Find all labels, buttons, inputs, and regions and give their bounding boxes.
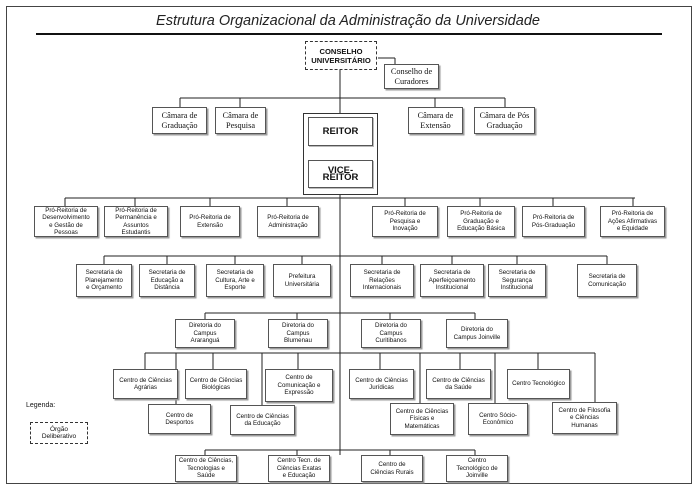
diagram-frame <box>6 6 692 484</box>
pro-reitoria-box: Pró-Reitoria de Permanência e Assuntos E… <box>104 206 168 237</box>
secretaria-box: Secretaria de Educação a Distância <box>139 264 195 297</box>
centro-label: Centro de Ciências Físicas e Matemáticas <box>395 407 449 430</box>
secretaria-label: Secretaria de Segurança Institucional <box>498 269 536 292</box>
centro-label: Centro de Ciências Jurídicas <box>355 376 408 391</box>
conselho-curadores-label: Conselho de Curadores <box>390 67 433 86</box>
secretaria-label: Secretaria de Aperfeiçoamento Institucio… <box>428 269 476 292</box>
pro-reitoria-label: Pró-Reitoria de Permanência e Assuntos E… <box>115 206 157 236</box>
reitoria-frame <box>303 113 378 195</box>
centro-box: Centro Tecnológico <box>507 369 570 399</box>
secretaria-box: Prefeitura Universitária <box>273 264 331 297</box>
centro-box: Centro de Filosofia e Ciências Humanas <box>552 402 617 434</box>
centro-label: Centro de Comunicação e Expressão <box>277 374 321 397</box>
secretaria-box: Secretaria de Segurança Institucional <box>488 264 546 297</box>
secretaria-box: Secretaria de Relações Internacionais <box>350 264 414 297</box>
centro-campus-label: Centro de Ciências, Tecnologias e Saúde <box>178 457 234 480</box>
conselho-curadores-box: Conselho de Curadores <box>384 64 439 89</box>
camara-pos-label: Câmara de Pós Graduação <box>479 111 530 130</box>
diretoria-box: Diretoria do Campus Araranguá <box>175 319 235 348</box>
title-rule <box>36 33 662 35</box>
diretoria-box: Diretoria do Campus Joinville <box>446 319 508 348</box>
centro-box: Centro de Ciências da Educação <box>230 405 295 435</box>
vice-reitor-box: VICE-REITOR <box>308 160 373 188</box>
secretaria-label: Secretaria de Cultura, Arte e Esporte <box>215 269 255 292</box>
camara-extensao-box: Câmara de Extensão <box>408 107 463 134</box>
diretoria-label: Diretoria do Campus Joinville <box>453 326 501 341</box>
centro-label: Centro Tecnológico <box>512 380 565 388</box>
pro-reitoria-label: Pró-Reitoria de Desenvolvimento e Gestão… <box>42 206 90 236</box>
reitor-label: REITOR <box>322 125 359 137</box>
camara-pos-box: Câmara de Pós Graduação <box>474 107 535 134</box>
legend-key-label: Órgão Deliberativo <box>41 425 77 440</box>
page-title: Estrutura Organizacional da Administraçã… <box>156 13 540 29</box>
legend-label: Legenda: <box>26 402 56 409</box>
camara-graduacao-box: Câmara de Graduação <box>152 107 207 134</box>
secretaria-label: Prefeitura Universitária <box>284 273 320 288</box>
centro-campus-box: Centro Tecnológico de Joinville <box>446 455 508 482</box>
pro-reitoria-label: Pró-Reitoria de Graduação e Educação Bás… <box>457 210 505 233</box>
camara-graduacao-label: Câmara de Graduação <box>161 111 198 130</box>
centro-label: Centro Sócio- Econômico <box>479 411 517 426</box>
conselho-universitario-box: CONSELHO UNIVERSITÁRIO <box>305 41 377 70</box>
pro-reitoria-box: Pró-Reitoria de Pesquisa e Inovação <box>372 206 438 237</box>
reitor-box: REITOR <box>308 117 373 146</box>
camara-pesquisa-box: Câmara de Pesquisa <box>215 107 266 134</box>
centro-label: Centro de Ciências Biológicas <box>189 376 243 391</box>
centro-box: Centro de Ciências Agrárias <box>113 369 178 399</box>
pro-reitoria-label: Pró-Reitoria de Administração <box>267 214 309 229</box>
secretaria-box: Secretaria de Comunicação <box>577 264 637 297</box>
pro-reitoria-box: Pró-Reitoria de Ações Afirmativas e Equi… <box>600 206 665 237</box>
centro-box: Centro de Ciências Biológicas <box>185 369 247 399</box>
pro-reitoria-box: Pró-Reitoria de Administração <box>257 206 319 237</box>
secretaria-box: Secretaria de Planejamento e Orçamento <box>76 264 132 297</box>
secretaria-label: Secretaria de Comunicação <box>588 273 626 288</box>
legend-key-box: Órgão Deliberativo <box>30 422 88 444</box>
diretoria-box: Diretoria do Campus Curitibanos <box>361 319 421 348</box>
secretaria-label: Secretaria de Planejamento e Orçamento <box>85 269 123 292</box>
pro-reitoria-label: Pró-Reitoria de Extensão <box>189 214 231 229</box>
centro-label: Centro de Ciências Agrárias <box>119 376 172 391</box>
pro-reitoria-box: Pró-Reitoria de Pós-Graduação <box>522 206 585 237</box>
centro-box: Centro Sócio- Econômico <box>468 403 528 435</box>
title-bar: Estrutura Organizacional da Administraçã… <box>28 10 668 34</box>
centro-campus-box: Centro de Ciências, Tecnologias e Saúde <box>175 455 237 482</box>
pro-reitoria-label: Pró-Reitoria de Pós-Graduação <box>531 214 576 229</box>
centro-box: Centro de Comunicação e Expressão <box>265 369 333 402</box>
centro-label: Centro de Ciências da Saúde <box>432 376 485 391</box>
centro-label: Centro de Ciências da Educação <box>236 412 289 427</box>
secretaria-box: Secretaria de Aperfeiçoamento Institucio… <box>420 264 484 297</box>
centro-box: Centro de Ciências Físicas e Matemáticas <box>390 403 454 435</box>
centro-label: Centro de Desportos <box>165 411 194 426</box>
diretoria-box: Diretoria do Campus Blumenau <box>268 319 328 348</box>
pro-reitoria-box: Pró-Reitoria de Extensão <box>180 206 240 237</box>
centro-label: Centro de Filosofia e Ciências Humanas <box>558 406 611 429</box>
centro-campus-label: Centro de Ciências Rurais <box>370 461 414 476</box>
diretoria-label: Diretoria do Campus Araranguá <box>189 322 221 345</box>
camara-extensao-label: Câmara de Extensão <box>417 111 454 130</box>
centro-campus-box: Centro de Ciências Rurais <box>361 455 423 482</box>
secretaria-label: Secretaria de Educação a Distância <box>148 269 186 292</box>
pro-reitoria-box: Pró-Reitoria de Graduação e Educação Bás… <box>447 206 515 237</box>
centro-box: Centro de Ciências da Saúde <box>426 369 491 399</box>
secretaria-label: Secretaria de Relações Internacionais <box>362 269 402 292</box>
centro-campus-label: Centro Tecn. de Ciências Exatas e Educaç… <box>276 457 322 480</box>
centro-campus-label: Centro Tecnológico de Joinville <box>456 457 498 480</box>
centro-box: Centro de Ciências Jurídicas <box>349 369 414 399</box>
secretaria-box: Secretaria de Cultura, Arte e Esporte <box>206 264 264 297</box>
pro-reitoria-box: Pró-Reitoria de Desenvolvimento e Gestão… <box>34 206 98 237</box>
centro-box: Centro de Desportos <box>148 404 211 434</box>
diretoria-label: Diretoria do Campus Curitibanos <box>375 322 407 345</box>
pro-reitoria-label: Pró-Reitoria de Ações Afirmativas e Equi… <box>607 210 658 233</box>
diretoria-label: Diretoria do Campus Blumenau <box>282 322 314 345</box>
centro-campus-box: Centro Tecn. de Ciências Exatas e Educaç… <box>268 455 330 482</box>
pro-reitoria-label: Pró-Reitoria de Pesquisa e Inovação <box>384 210 426 233</box>
conselho-universitario-label: CONSELHO UNIVERSITÁRIO <box>311 46 371 65</box>
camara-pesquisa-label: Câmara de Pesquisa <box>222 111 259 130</box>
vice-reitor-label: VICE-REITOR <box>322 164 359 183</box>
